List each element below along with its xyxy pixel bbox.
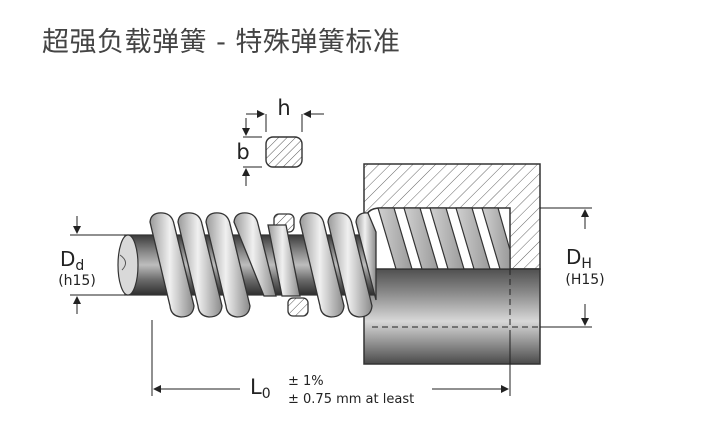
spring-coils — [149, 212, 377, 318]
bore-tolerance: (H15) — [565, 272, 604, 288]
free-length-label: L — [250, 375, 262, 399]
height-label-b: b — [236, 140, 249, 164]
rod-diameter-dimension: Dd (h15) — [58, 216, 125, 314]
length-tolerance-min: ± 0.75 mm at least — [288, 392, 414, 407]
free-length-subscript: 0 — [262, 386, 271, 402]
free-length-dimension: L0 ± 1% ± 0.75 mm at least — [151, 320, 511, 407]
bore-diameter-subscript: H — [581, 256, 592, 272]
svg-text:L0: L0 — [250, 375, 271, 402]
wire-cross-section: h b — [236, 96, 324, 186]
rod-tolerance: (h15) — [58, 273, 96, 289]
rod-diameter-label: D — [60, 247, 75, 271]
bore-diameter-dimension: DH (H15) — [540, 207, 605, 328]
length-tolerance-percent: ± 1% — [288, 374, 324, 389]
page-title: 超强负载弹簧 - 特殊弹簧标准 — [42, 27, 401, 58]
bore-diameter-label: D — [566, 245, 581, 269]
svg-text:DH: DH — [566, 245, 592, 272]
spring-coils-back — [377, 207, 511, 270]
width-label-h: h — [277, 96, 290, 120]
rod-diameter-subscript: d — [75, 258, 84, 274]
svg-text:Dd: Dd — [60, 247, 84, 274]
